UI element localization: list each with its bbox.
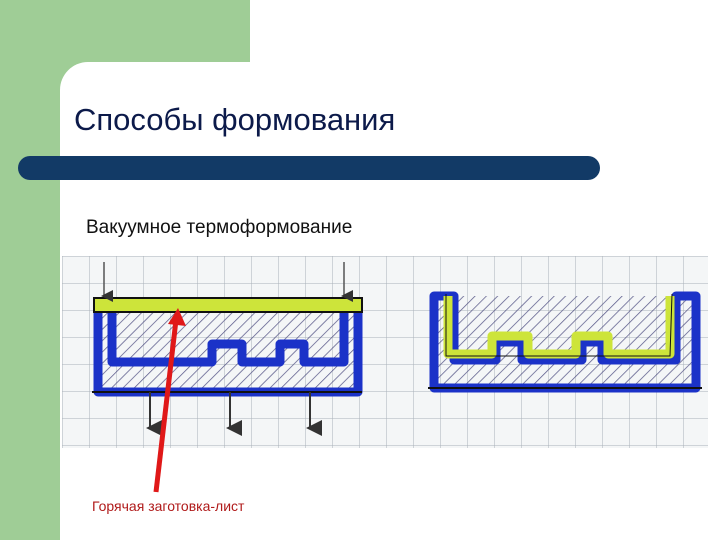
- sheet-caption: Горячая заготовка-лист: [92, 498, 245, 514]
- left-mold-hatch: [98, 308, 358, 392]
- vacuum-forming-diagram: [62, 256, 708, 448]
- formed-sheet-outline: [445, 293, 673, 357]
- hot-sheet: [93, 297, 363, 313]
- slide-title: Способы формования: [74, 102, 396, 137]
- formed-sheet: [443, 296, 675, 359]
- mold-before-forming: [92, 262, 363, 436]
- mold-after-forming: [428, 291, 702, 393]
- right-mold-hatch: [434, 296, 696, 388]
- slide-subtitle: Вакуумное термоформование: [86, 217, 353, 238]
- right-mold-outline: [429, 291, 701, 393]
- title-rule-bar: [18, 156, 600, 180]
- left-mold-outline: [93, 303, 363, 397]
